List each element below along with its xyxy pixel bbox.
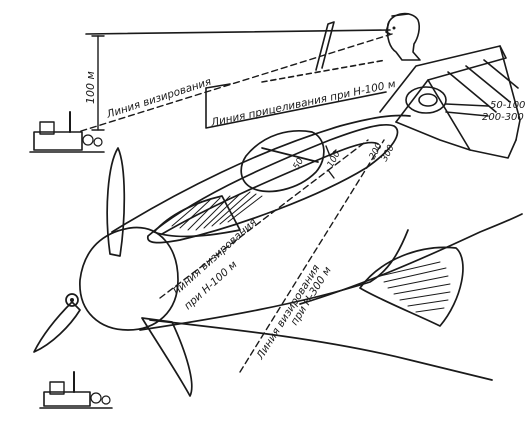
sight-line-top: [77, 33, 393, 133]
aim-line-label: Линия прицеливания при Н-100 м: [209, 78, 397, 129]
scale-50-label: 50: [292, 156, 306, 171]
aircraft-wing: [149, 213, 523, 381]
altitude-100-label: 100 м: [84, 71, 97, 104]
windscreen-frame: [379, 45, 521, 159]
sight-line-top-label: Линия визирования: [104, 76, 213, 121]
altitude-reference: [85, 29, 391, 131]
sight-range-marks: [325, 145, 337, 179]
sight-ring-upper-label: 50-100: [490, 100, 525, 111]
sight-line-300: [239, 139, 385, 373]
aim-line-panel: [205, 21, 387, 129]
pilot-head-figure: [385, 12, 421, 61]
sight-line-300-label-a: Линия визирования: [254, 263, 323, 363]
sight-line-100: [159, 139, 369, 299]
propeller: [33, 147, 193, 397]
ground-target-upper: [29, 111, 105, 153]
ground-target-lower: [39, 371, 113, 409]
sight-ring-lower-label: 200-300: [482, 112, 524, 123]
